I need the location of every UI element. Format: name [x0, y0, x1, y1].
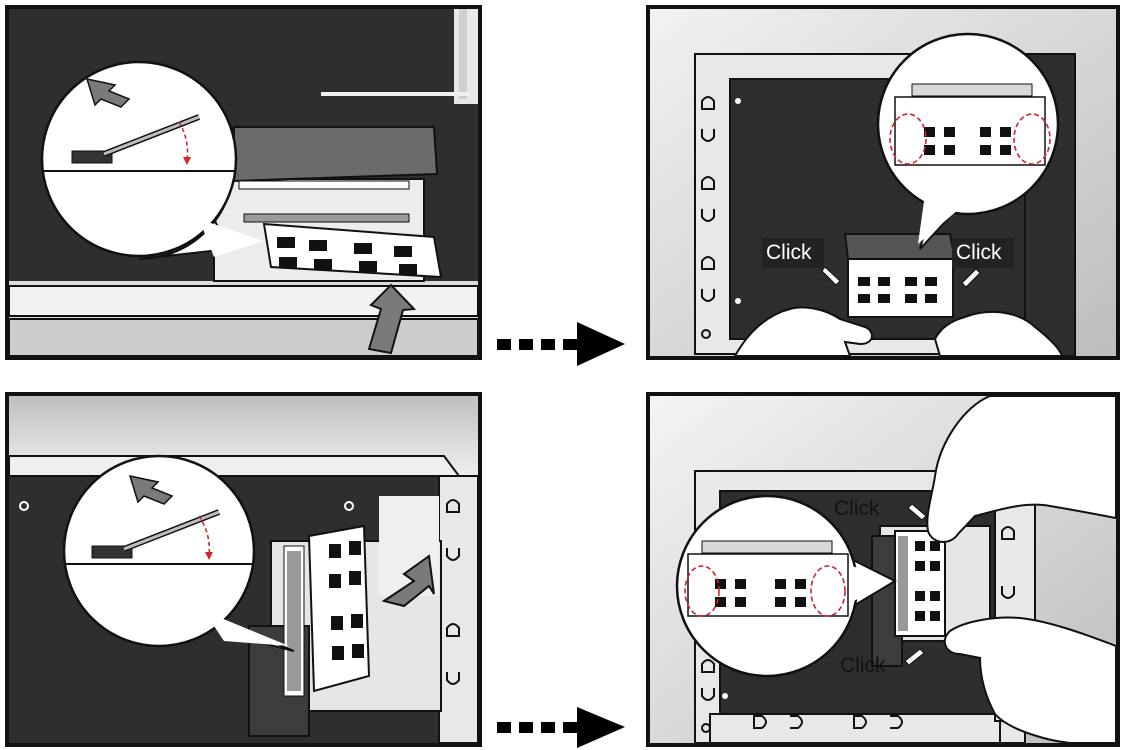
panel-1-illustration [9, 9, 478, 356]
click-label-top: Click [834, 498, 880, 519]
step-panel-press-in: Click Click [646, 392, 1120, 747]
dotted-right-arrow-icon [497, 319, 637, 369]
step-panel-press-down: Click Click [646, 5, 1120, 360]
step-panel-vertical-insert-angle [5, 392, 482, 747]
panel-2-illustration [650, 9, 1116, 356]
step-panel-insert-angle [5, 5, 482, 360]
click-label-bottom: Click [840, 655, 886, 676]
panel-4-illustration [650, 396, 1116, 743]
panel-3-illustration [9, 396, 478, 743]
dotted-right-arrow-icon [497, 707, 637, 749]
click-label-right: Click [956, 242, 1002, 263]
click-label-left: Click [766, 242, 812, 263]
